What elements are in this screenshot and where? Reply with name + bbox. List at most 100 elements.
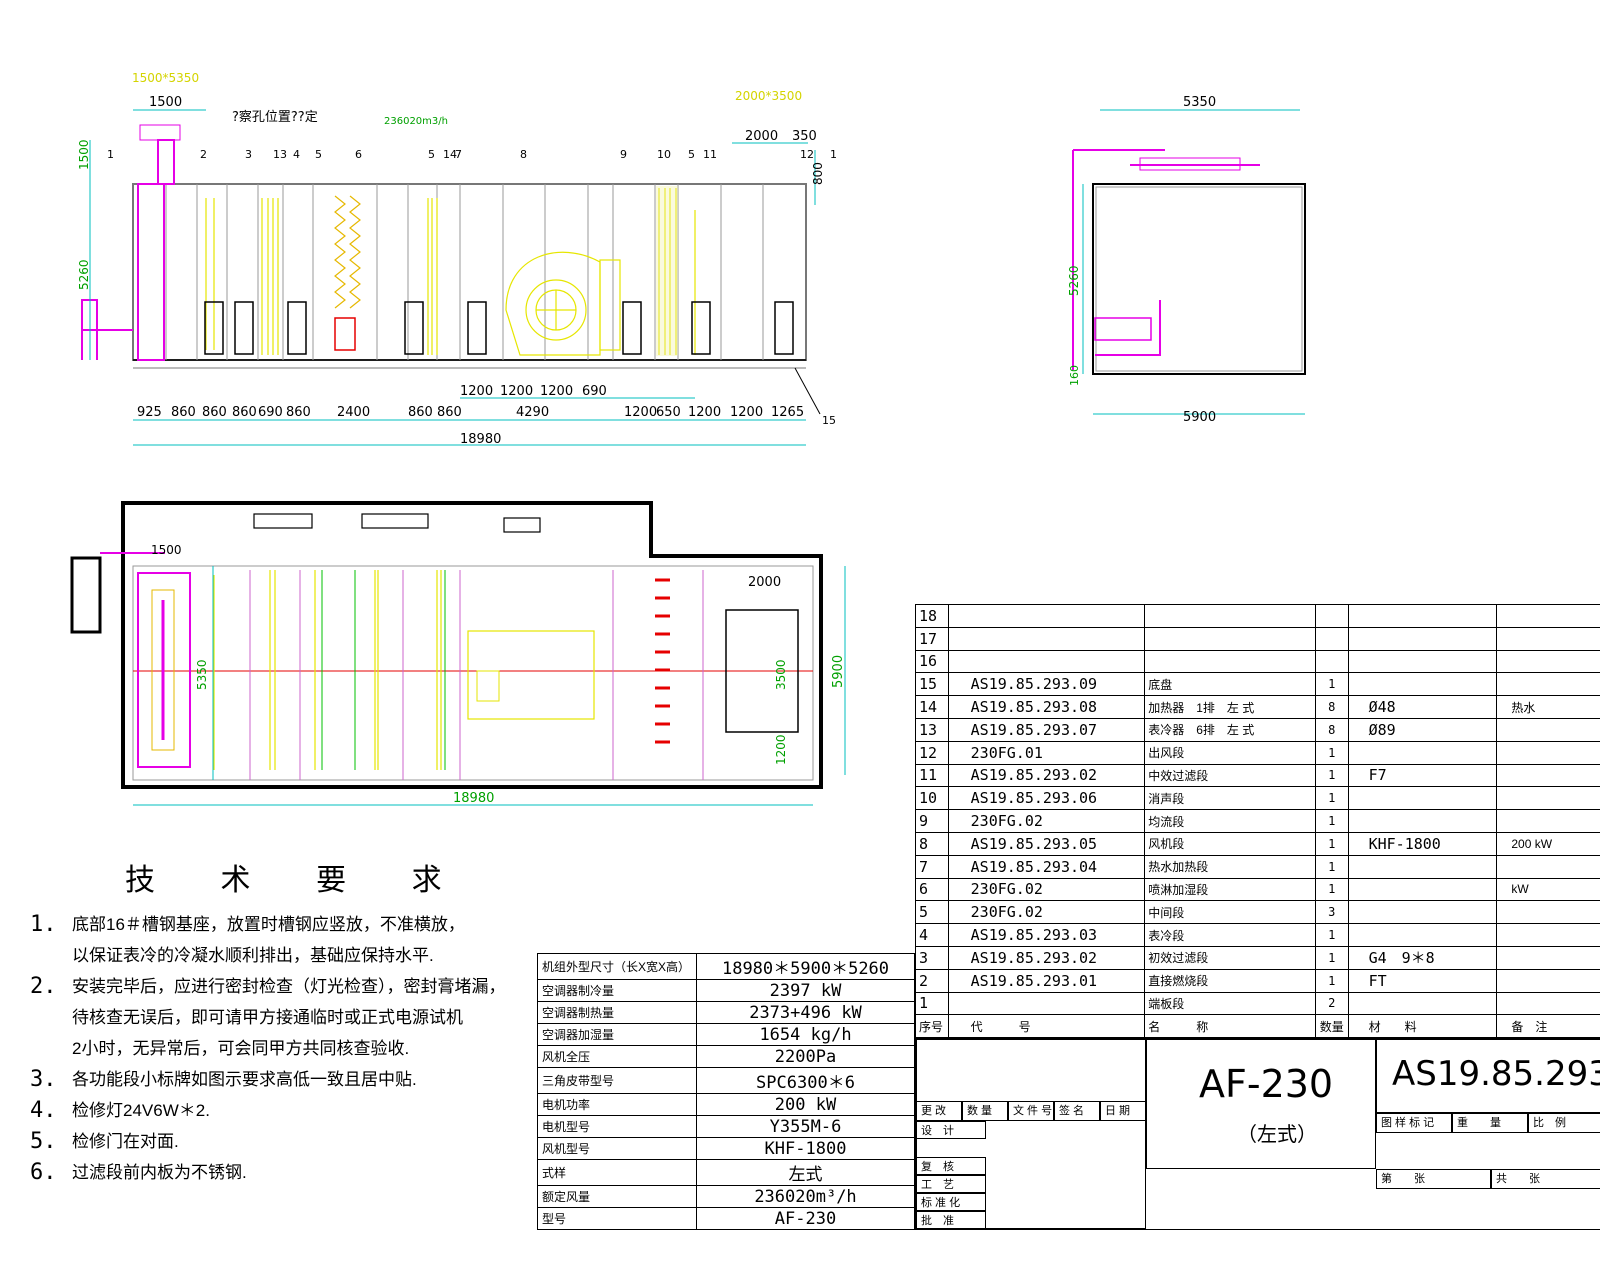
dim-row2-value: 860: [437, 405, 462, 420]
parts-cell-rem: [1496, 763, 1600, 788]
side-overall-dim: 18980: [460, 432, 501, 447]
side-dim-top-4: 350: [792, 129, 817, 144]
parts-cell-code: AS19.85.293.09: [947, 672, 1146, 697]
parts-cell-mat: Ø89: [1347, 717, 1498, 742]
parts-cell-qty: 2: [1314, 991, 1349, 1016]
parts-cell-no: 10: [915, 786, 949, 811]
sign-label: 设 计: [916, 1121, 986, 1139]
item-label: 14: [443, 148, 457, 161]
parts-cell-code: AS19.85.293.05: [947, 831, 1146, 856]
parts-cell-code: AS19.85.293.01: [947, 968, 1146, 993]
end-height: 5260: [1067, 265, 1081, 296]
parts-cell-rem: 热水: [1496, 695, 1600, 719]
parts-cell-code: 230FG.02: [947, 809, 1146, 833]
parts-cell-code: AS19.85.293.08: [947, 695, 1146, 719]
sign-label: 复 核: [916, 1157, 986, 1175]
spec-value: AF-230: [696, 1207, 915, 1230]
parts-cell-rem: [1496, 649, 1600, 674]
page-row: 第 张共 张: [1376, 1169, 1600, 1189]
parts-cell-rem: 备 注: [1496, 1014, 1600, 1039]
plan-dim-5: 5900: [831, 655, 846, 688]
parts-cell-name: 直接燃烧段: [1144, 968, 1316, 993]
parts-cell-no: 5: [915, 900, 949, 925]
mark-cell: 重 量: [1452, 1113, 1528, 1133]
parts-cell-mat: [1347, 991, 1498, 1016]
spec-value: 2200Pa: [696, 1045, 915, 1068]
parts-cell-no: 11: [915, 763, 949, 788]
note-continuation: 待核查无误后，即可请甲方接通临时或正式电源试机: [72, 1008, 463, 1027]
mark-row: 图 样 标 记重 量比 例: [1376, 1113, 1600, 1133]
parts-cell-mat: Ø48: [1347, 695, 1498, 719]
item-label: 9: [620, 148, 627, 161]
side-vdim-1: 5260: [77, 259, 91, 290]
plan-dim-0: 1500: [151, 543, 182, 557]
parts-cell-code: 230FG.02: [947, 900, 1146, 925]
parts-cell-name: 加热器 1排 左 式: [1144, 695, 1316, 719]
plan-dim-2: 5350: [195, 659, 209, 690]
parts-cell-qty: 8: [1314, 695, 1349, 719]
spec-label: 三角皮带型号: [537, 1067, 697, 1094]
revision-cell: 数 量: [962, 1101, 1008, 1121]
note-item: 5.检修门在对面.: [30, 1126, 510, 1157]
dim-row1-value: 1200: [460, 384, 493, 399]
dim-row2-value: 925: [137, 405, 162, 420]
parts-cell-mat: [1347, 672, 1498, 697]
note-number: 6.: [30, 1160, 57, 1185]
parts-row: 17: [915, 626, 1600, 651]
parts-cell-qty: 数量: [1314, 1014, 1349, 1039]
parts-cell-name: [1144, 626, 1316, 651]
note-text: 安装完毕后，应进行密封检查（灯光检查），密封膏堵漏，: [72, 977, 506, 996]
end-width-bottom: 5900: [1183, 410, 1216, 425]
parts-cell-code: AS19.85.293.06: [947, 786, 1146, 811]
parts-cell-rem: [1496, 991, 1600, 1016]
drawing-number-cell: AS19.85.293: [1376, 1039, 1600, 1113]
plan-view-housing: [121, 501, 823, 789]
parts-cell-code: 代 号: [947, 1014, 1146, 1039]
inspect-note: ?察孔位置??定: [232, 110, 318, 125]
parts-cell-mat: [1347, 740, 1498, 765]
spec-value: SPC6300＊6: [696, 1067, 915, 1094]
parts-cell-qty: 1: [1314, 831, 1349, 856]
parts-cell-qty: 1: [1314, 763, 1349, 788]
dim-row2-value: 690: [258, 405, 283, 420]
spec-value: 200 kW: [696, 1093, 915, 1116]
side-view: 1500*5350 1500 2000*3500 2000 350 ?察孔位置?…: [77, 71, 837, 447]
plan-dim-3: 3500: [774, 659, 788, 690]
parts-cell-no: 13: [915, 717, 949, 742]
parts-cell-code: 230FG.02: [947, 877, 1146, 902]
note-text: 检修门在对面.: [72, 1132, 179, 1151]
side-callout-15: 15: [822, 414, 836, 427]
parts-cell-mat: G4 9＊8: [1347, 945, 1498, 970]
parts-cell-rem: [1496, 968, 1600, 993]
note-number: 3.: [30, 1067, 57, 1092]
parts-cell-name: 出风段: [1144, 740, 1316, 765]
parts-cell-rem: kW: [1496, 877, 1600, 902]
parts-cell-mat: [1347, 900, 1498, 925]
parts-cell-code: [947, 991, 1146, 1016]
parts-cell-no: 12: [915, 740, 949, 765]
end-view: 5350 5900 5260 160: [1067, 95, 1306, 425]
mark-cell: 比 例: [1528, 1113, 1600, 1133]
item-label: 4: [293, 148, 300, 161]
parts-cell-name: 热水加热段: [1144, 854, 1316, 879]
model-name: AF-230: [1199, 1062, 1334, 1106]
parts-cell-no: 4: [915, 923, 949, 947]
parts-cell-no: 14: [915, 695, 949, 719]
dim-row2-value: 860: [171, 405, 196, 420]
spec-label: 空调器制热量: [537, 1001, 697, 1024]
spec-label: 电机型号: [537, 1115, 697, 1138]
parts-cell-no: 9: [915, 809, 949, 833]
